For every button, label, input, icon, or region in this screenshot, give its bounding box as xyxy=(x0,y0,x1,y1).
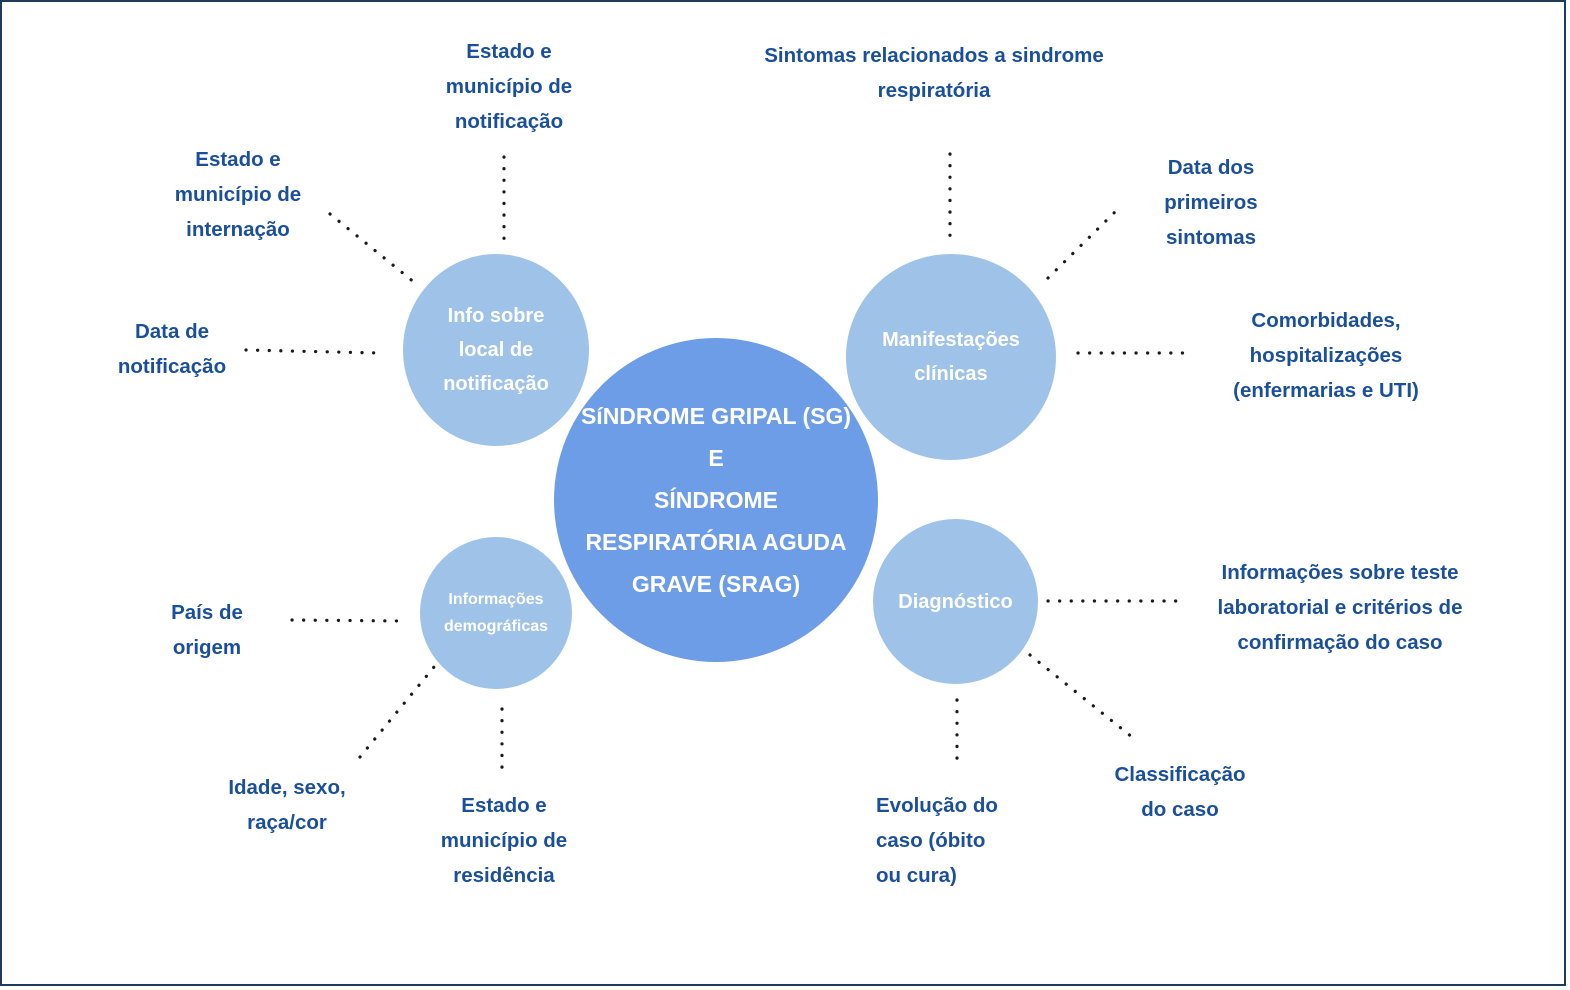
leaf-teste-laboratorial: Informações sobre teste laboratorial e c… xyxy=(1217,561,1463,654)
category-demograficas-label: Informações demográficas xyxy=(443,591,549,635)
category-demograficas: Informações demográficas xyxy=(420,537,572,689)
connector-lines xyxy=(244,152,1196,780)
connector-classificacao xyxy=(1028,653,1134,739)
central-topic-text: SíNDROME GRIPAL (SG) E SÍNDROME RESPIRAT… xyxy=(580,403,852,597)
connector-idade-sexo xyxy=(358,665,436,759)
category-diagnostico: Diagnóstico xyxy=(873,519,1038,684)
leaf-idade-sexo: Idade, sexo, raça/cor xyxy=(228,776,346,834)
leaf-sintomas-sindrome: Sintomas relacionados a sindrome respira… xyxy=(764,44,1104,102)
connector-data-primeiros-sintomas xyxy=(1046,207,1120,280)
leaf-estado-residencia: Estado e município de residência xyxy=(440,794,568,887)
category-manifestacoes: Manifestações clínicas xyxy=(846,254,1056,460)
central-topic-circle: SíNDROME GRIPAL (SG) E SÍNDROME RESPIRAT… xyxy=(554,338,878,662)
connector-data-notificacao xyxy=(244,348,382,355)
leaf-evolucao: Evolução do caso (óbito ou cura) xyxy=(876,794,998,887)
leaf-comorbidades: Comorbidades, hospitalizações (enfermari… xyxy=(1233,309,1419,402)
leaf-pais-origem: País de origem xyxy=(171,601,243,659)
leaf-estado-internacao: Estado e município de internação xyxy=(174,148,302,241)
leaf-data-primeiros-sintomas: Data dos primeiros sintomas xyxy=(1164,156,1258,249)
category-info-local: Info sobre local de notificação xyxy=(403,254,589,446)
category-manifestacoes-label: Manifestações clínicas xyxy=(882,329,1020,385)
leaf-estado-notificacao: Estado e município de notificação xyxy=(445,40,573,133)
category-diagnostico-label: Diagnóstico xyxy=(898,590,1013,613)
connector-estado-internacao xyxy=(328,212,422,289)
leaf-data-notificacao: Data de notificação xyxy=(117,320,227,378)
connector-pais-origem xyxy=(290,618,408,623)
category-info-local-label: Info sobre local de notificação xyxy=(443,305,549,395)
leaf-classificacao: Classificação do caso xyxy=(1114,763,1246,821)
